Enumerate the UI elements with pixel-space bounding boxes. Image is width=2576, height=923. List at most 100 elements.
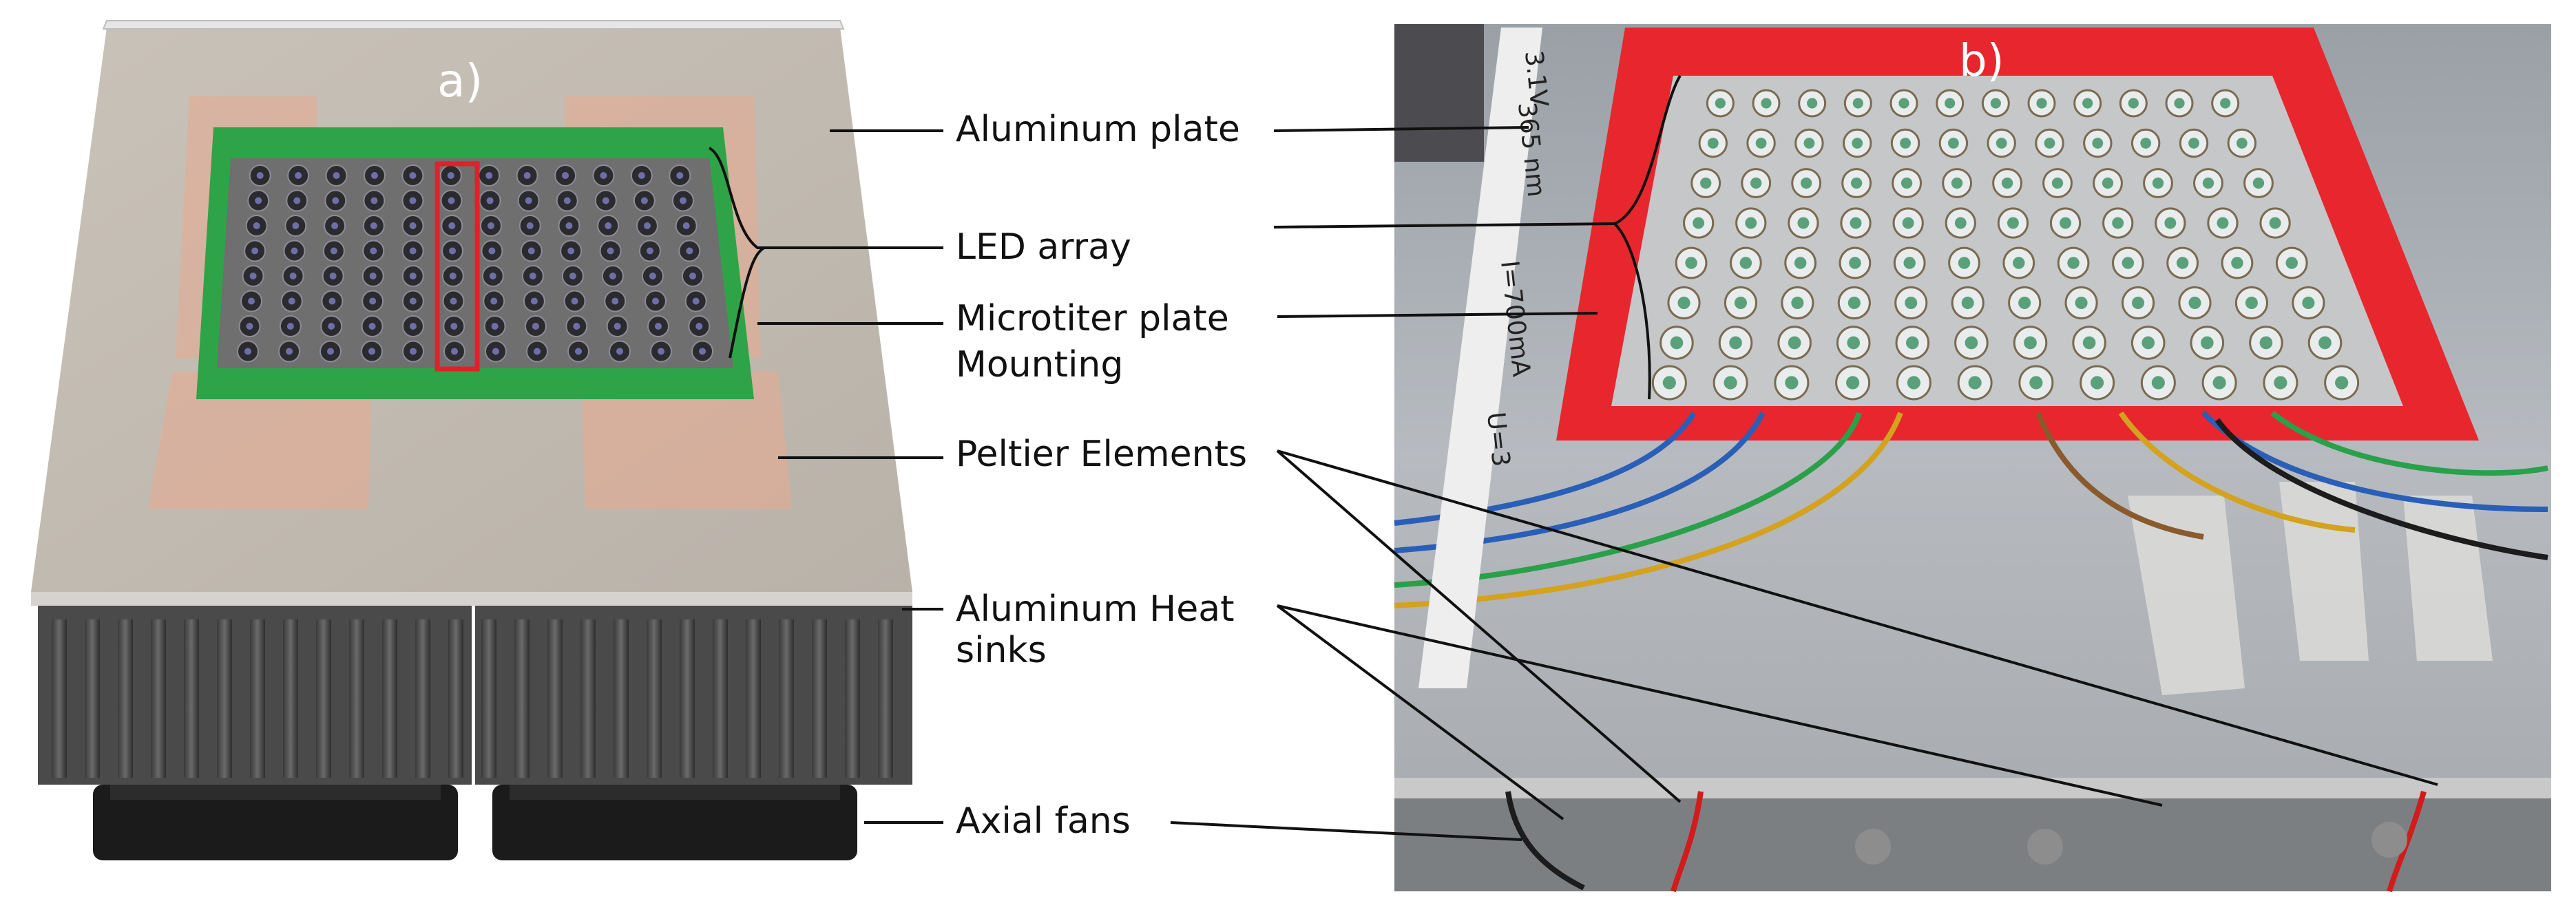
heat-sink-fin [151,619,166,778]
led-star-lens [1745,217,1757,229]
line-led-array-b2 [1613,222,1651,400]
led-model-lens [643,222,651,229]
line-heat-sinks-b2 [1277,604,2163,807]
led-model-lens [488,222,495,229]
led-star-lens [1900,177,1913,189]
led-star-lens [2007,217,2019,229]
led-model-lens [246,323,253,330]
led-star-lens [1958,257,1971,269]
panel-b-letter: b) [1959,36,2004,87]
led-star-lens [2092,138,2104,149]
led-model-lens [449,247,457,255]
led-star-lens [2200,336,2214,350]
led-star-lens [2132,296,2145,310]
led-model-lens [695,323,703,330]
heat-sink-fin [878,619,893,778]
led-star-lens [2176,257,2189,269]
led-star-lens [1947,138,1959,149]
led-model-lens [330,247,337,255]
led-star-lens [1791,296,1804,310]
led-model-lens [368,348,375,355]
led-star-lens [1670,336,1684,350]
led-model-lens [649,273,656,279]
led-model-lens [489,273,496,279]
led-model-lens [607,247,614,255]
led-model-lens [248,297,255,305]
led-model-lens [490,297,498,305]
heat-sink-fins [52,619,893,778]
led-star-lens [2122,257,2135,269]
led-star-lens [2067,257,2080,269]
led-star-lens [1961,296,1974,310]
led-star-lens [1662,376,1676,390]
heat-sink-fin [647,619,662,778]
led-model-lens [409,323,417,330]
label-mounting-line2: Mounting [956,344,1124,385]
led-model-lens [602,197,609,204]
led-model-lens [409,273,417,279]
led-model-lens [679,197,687,204]
led-model-lens [699,348,706,355]
led-star-lens [2075,296,2088,310]
led-star-lens [1803,138,1815,149]
heat-sink-fin [514,619,530,778]
led-star-lens [1945,98,1956,109]
led-star-lens [2142,336,2155,350]
connector-lines [708,74,2438,841]
heat-sink-fin [845,619,860,778]
led-star-lens [1847,296,1861,310]
screw-2 [2027,829,2063,864]
label-heat-sinks-line1: Aluminum Heat [956,588,1235,630]
label-led-array: LED array [956,226,1131,268]
led-model-lens [410,348,417,355]
heat-sink-fin [316,619,331,778]
led-star-lens [2151,376,2165,390]
led-model-lens [368,323,376,330]
led-star-lens [1850,217,1862,229]
led-star-lens [2051,177,2064,189]
led-model-lens [525,197,532,204]
led-model-lens [529,273,536,279]
led-model-lens [256,172,264,179]
photo-heatsink-strip [1394,778,2551,798]
led-star-lens [1734,296,1747,310]
led-model-lens [488,247,496,255]
led-star-lens [1850,177,1863,189]
heat-sink-fin [680,619,695,778]
line-peltier-b1 [1276,449,1682,803]
led-model-lens [328,323,335,330]
led-star-lens [2013,257,2025,269]
led-array-photo [1651,89,2360,401]
led-star-lens [2001,177,2013,189]
led-model-lens [370,247,377,255]
led-star-lens [2018,296,2031,310]
led-model-lens [658,348,664,355]
line-led-array-a [708,147,943,249]
led-model-lens [492,348,499,355]
led-model-lens [450,297,457,305]
highlight-box [434,161,480,372]
led-model-lens [565,222,573,229]
line-mounting-b [1277,312,1598,318]
screw-1 [1855,829,1891,864]
led-model-lens [526,222,534,229]
led-star-lens [2302,296,2315,310]
led-star-lens [2202,177,2214,189]
led-star-lens [2318,336,2332,350]
led-model-lens [370,222,377,229]
led-model-lens [562,172,569,179]
led-star-lens [1797,217,1810,229]
led-model-lens [332,197,339,204]
led-model-lens [573,323,580,330]
led-star-lens [2024,336,2037,350]
led-model-lens [369,273,377,279]
panel-a-letter: a) [437,54,483,107]
led-model-lens [409,172,417,179]
led-star-lens [2220,98,2231,109]
photo-text-top: 3.1V [1519,50,1553,109]
led-model-lens [654,323,662,330]
label-axial-fans: Axial fans [956,800,1131,842]
led-star-lens [2174,98,2185,109]
led-star-lens [2164,217,2177,229]
led-model-lens [244,348,251,355]
